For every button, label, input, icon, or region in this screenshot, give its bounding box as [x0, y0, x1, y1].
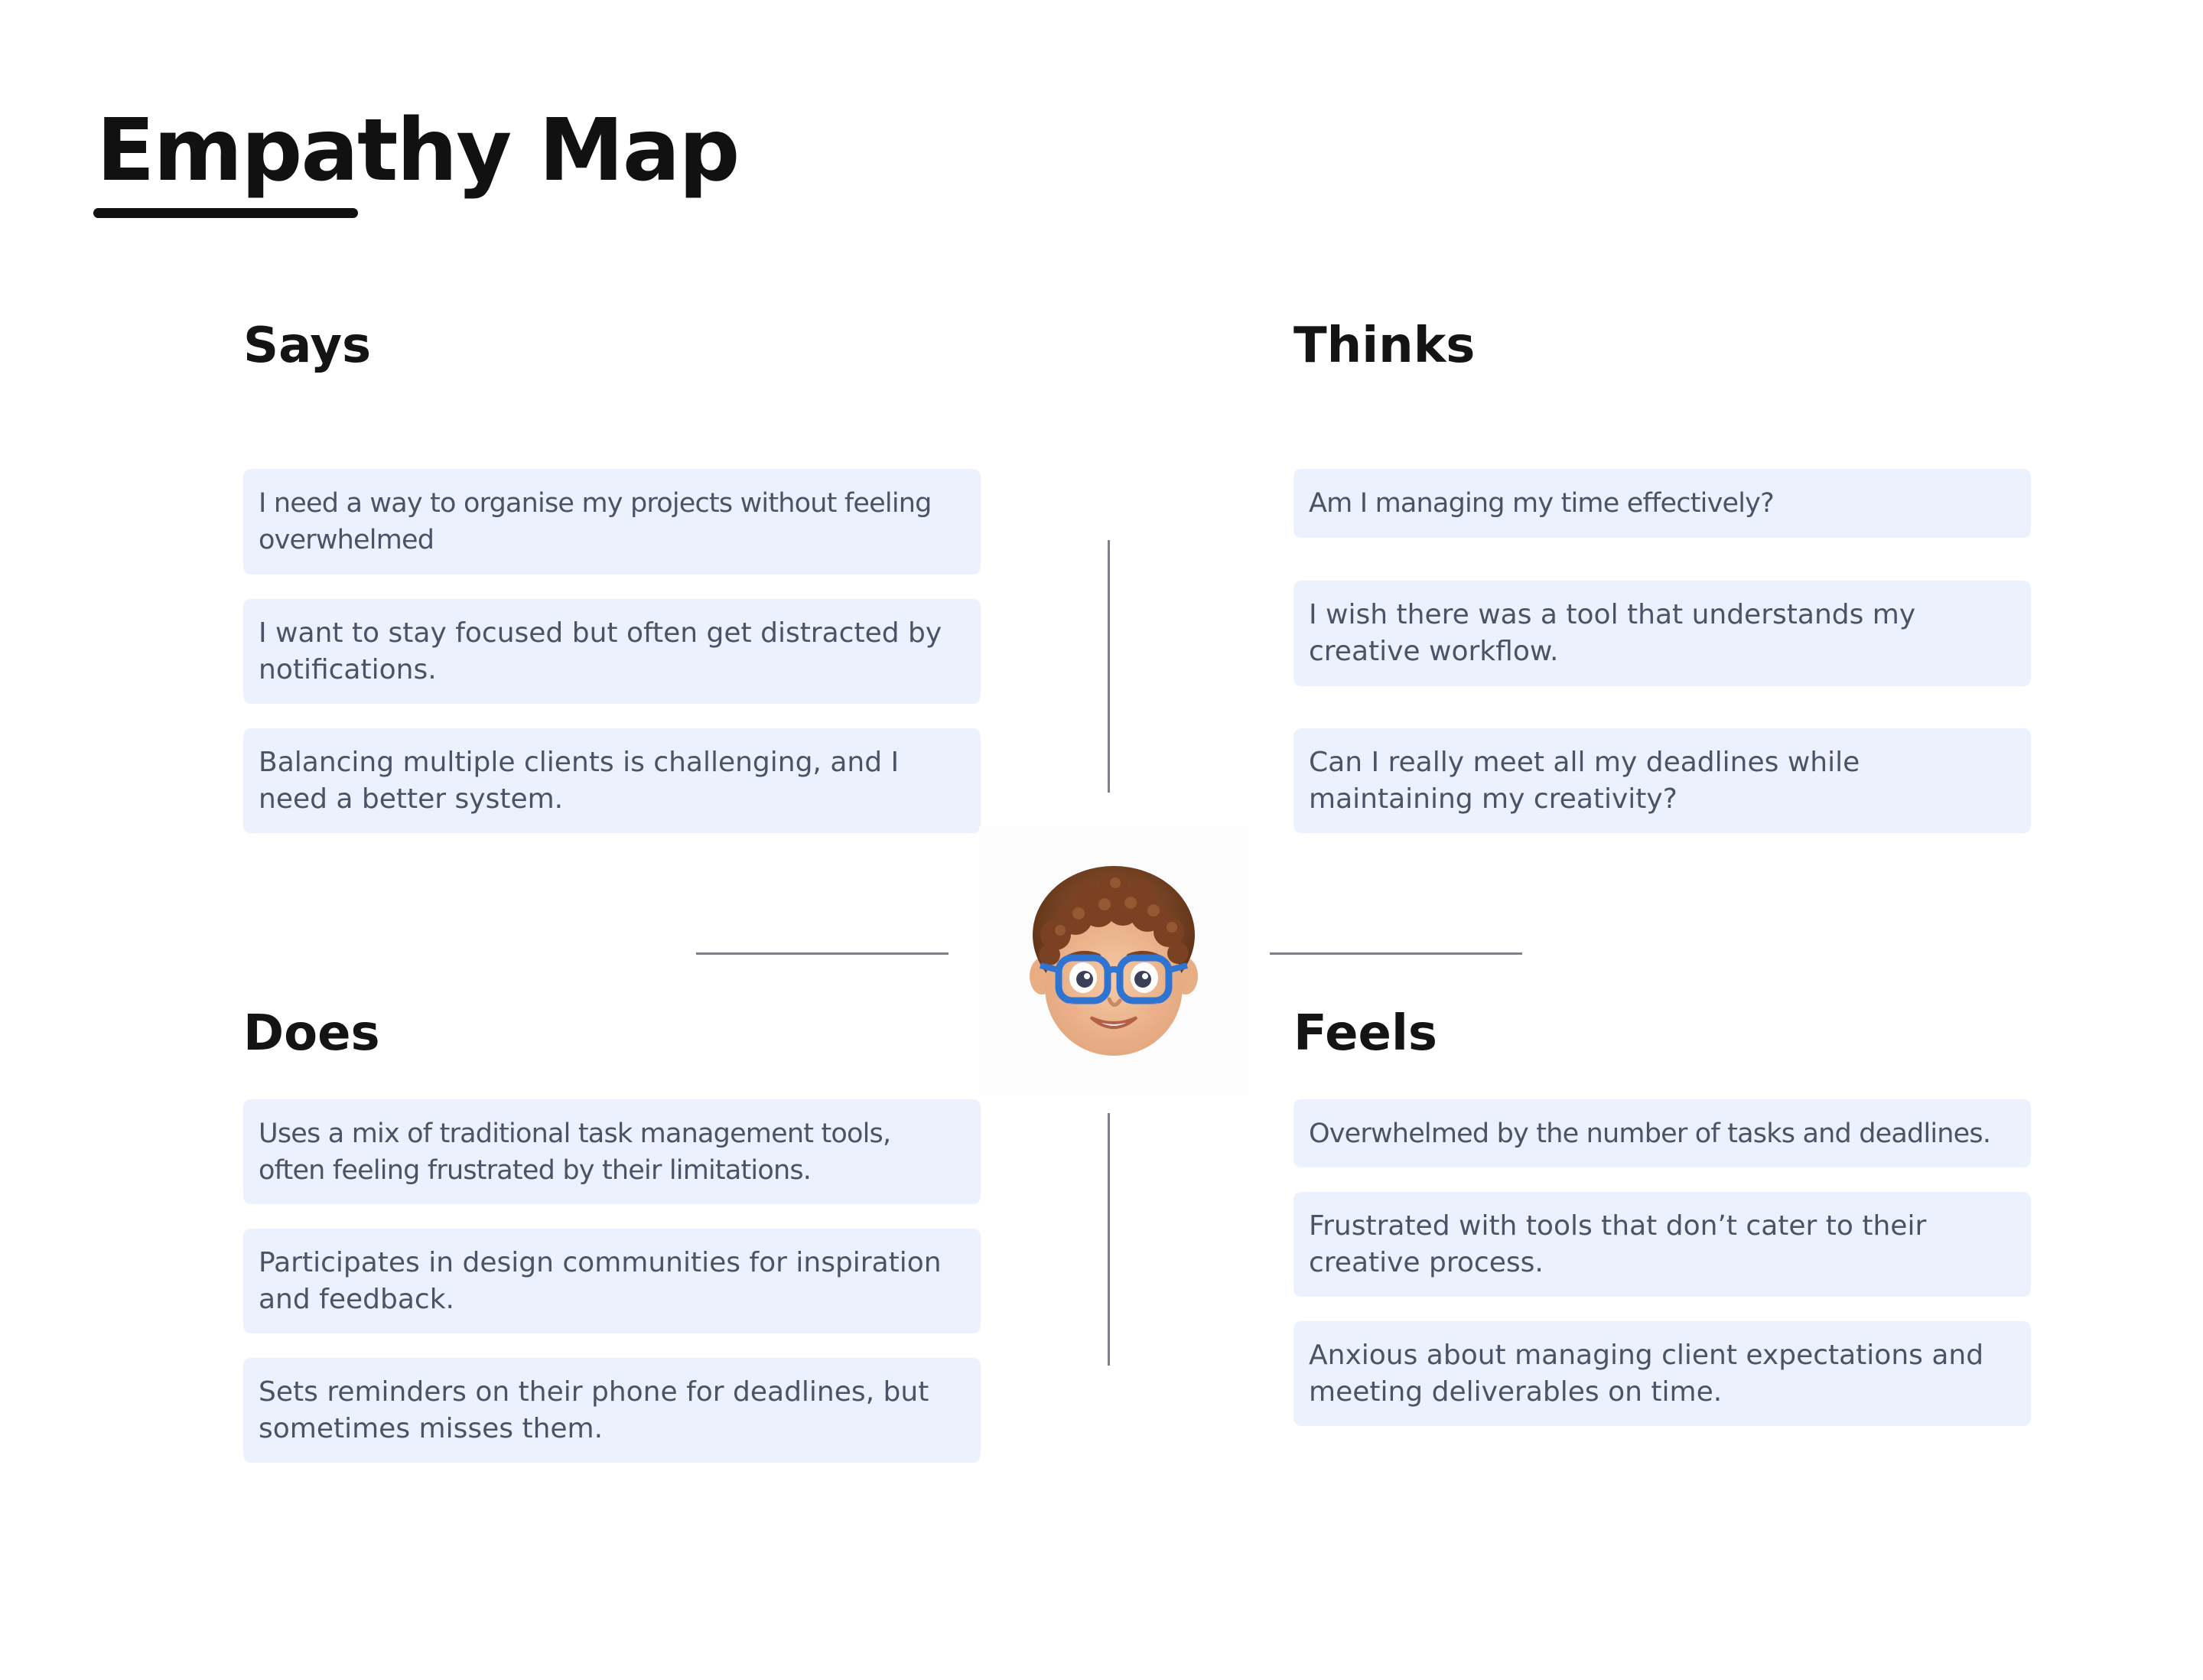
feels-card-2-text: Frustrated with tools that don’t cater t…: [1309, 1210, 1927, 1278]
thinks-card-1: Am I managing my time effectively?: [1293, 469, 2031, 538]
thinks-card-1-text: Am I managing my time effectively?: [1309, 488, 1775, 519]
divider-left: [696, 952, 949, 955]
says-heading: Says: [243, 317, 372, 374]
says-card-2-text: I want to stay focused but often get dis…: [259, 617, 942, 685]
does-card-2: Participates in design communities for i…: [243, 1229, 981, 1333]
does-card-2-text: Participates in design communities for i…: [259, 1246, 942, 1315]
title-underline: [93, 208, 358, 218]
feels-heading: Feels: [1293, 1005, 1437, 1062]
divider-top: [1108, 540, 1110, 793]
does-card-1: Uses a mix of traditional task managemen…: [243, 1099, 981, 1204]
divider-right: [1270, 952, 1522, 955]
does-card-1-text: Uses a mix of traditional task managemen…: [259, 1118, 891, 1186]
says-card-3-text: Balancing multiple clients is challengin…: [259, 746, 900, 815]
feels-card-3-text: Anxious about managing client expectatio…: [1309, 1339, 1984, 1408]
avatar-container: [979, 826, 1248, 1096]
does-card-3: Sets reminders on their phone for deadli…: [243, 1358, 981, 1463]
thinks-heading: Thinks: [1293, 317, 1476, 374]
says-card-2: I want to stay focused but often get dis…: [243, 599, 981, 704]
persona-avatar-icon: [1030, 866, 1198, 1056]
says-card-1-text: I need a way to organise my projects wit…: [259, 488, 932, 555]
thinks-card-3: Can I really meet all my deadlines while…: [1293, 728, 2031, 833]
says-card-3: Balancing multiple clients is challengin…: [243, 728, 981, 833]
feels-card-1: Overwhelmed by the number of tasks and d…: [1293, 1099, 2031, 1167]
thinks-card-2: I wish there was a tool that understands…: [1293, 581, 2031, 686]
thinks-card-3-text: Can I really meet all my deadlines while…: [1309, 746, 1860, 815]
feels-card-3: Anxious about managing client expectatio…: [1293, 1321, 2031, 1426]
does-heading: Does: [243, 1005, 380, 1062]
feels-card-2: Frustrated with tools that don’t cater t…: [1293, 1192, 2031, 1297]
page-title: Empathy Map: [96, 101, 740, 200]
feels-card-1-text: Overwhelmed by the number of tasks and d…: [1309, 1118, 1991, 1149]
divider-bottom: [1108, 1113, 1110, 1366]
does-card-3-text: Sets reminders on their phone for deadli…: [259, 1376, 929, 1444]
says-card-1: I need a way to organise my projects wit…: [243, 469, 981, 575]
thinks-card-2-text: I wish there was a tool that understands…: [1309, 599, 1916, 667]
